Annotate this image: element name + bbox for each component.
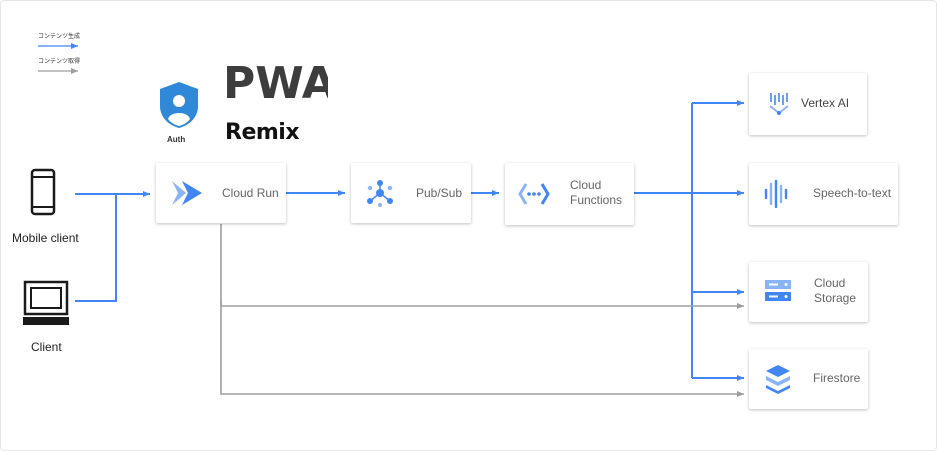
speech-to-text-icon xyxy=(764,179,788,209)
cloud-run-node[interactable]: Cloud Run xyxy=(156,163,286,223)
auth-label: Auth xyxy=(167,135,186,144)
pwa-logo: PWA xyxy=(223,58,328,102)
wire-cloudrun-read-storage xyxy=(220,224,744,309)
desktop-icon xyxy=(23,280,69,325)
cloud-storage-label-line2: Storage xyxy=(814,291,857,305)
legend-generate-label: コンテンツ生成 xyxy=(38,34,81,40)
cloud-functions-icon xyxy=(518,183,550,205)
cloud-storage-node[interactable]: Cloud Storage xyxy=(749,262,868,322)
cloud-functions-label-line2: Functions xyxy=(570,193,623,207)
cloud-functions-node[interactable]: Cloud Functions xyxy=(505,163,634,225)
vertex-ai-label: Vertex AI xyxy=(801,96,850,110)
firestore-node[interactable]: Firestore xyxy=(749,349,868,409)
wire-cloudrun-read-firestore xyxy=(220,300,744,397)
firestore-label: Firestore xyxy=(813,371,861,385)
cloud-storage-icon xyxy=(765,280,791,301)
firestore-icon xyxy=(766,365,790,394)
pubsub-icon xyxy=(367,180,393,207)
speech-to-text-node[interactable]: Speech-to-text xyxy=(749,163,898,225)
speech-to-text-label: Speech-to-text xyxy=(813,186,892,200)
cloud-functions-label-line1: Cloud xyxy=(570,178,602,192)
cloud-run-label: Cloud Run xyxy=(222,186,279,200)
auth-shield-icon xyxy=(160,82,198,128)
legend-fetch-label: コンテンツ取得 xyxy=(38,59,81,65)
smartphone-icon xyxy=(30,168,56,216)
pubsub-label: Pub/Sub xyxy=(416,186,463,200)
wire-client-to-cloudrun xyxy=(75,191,150,302)
desktop-client-label: Client xyxy=(31,340,62,354)
svg-text:PWA: PWA xyxy=(223,58,328,102)
vertex-ai-icon xyxy=(769,93,789,115)
mobile-client-label: Mobile client xyxy=(12,231,79,245)
cloud-run-icon xyxy=(172,181,202,205)
pubsub-node[interactable]: Pub/Sub xyxy=(351,163,471,223)
vertex-ai-node[interactable]: Vertex AI xyxy=(749,73,867,135)
cloud-storage-label-line1: Cloud xyxy=(814,276,846,290)
remix-logo: Remix xyxy=(225,120,300,145)
